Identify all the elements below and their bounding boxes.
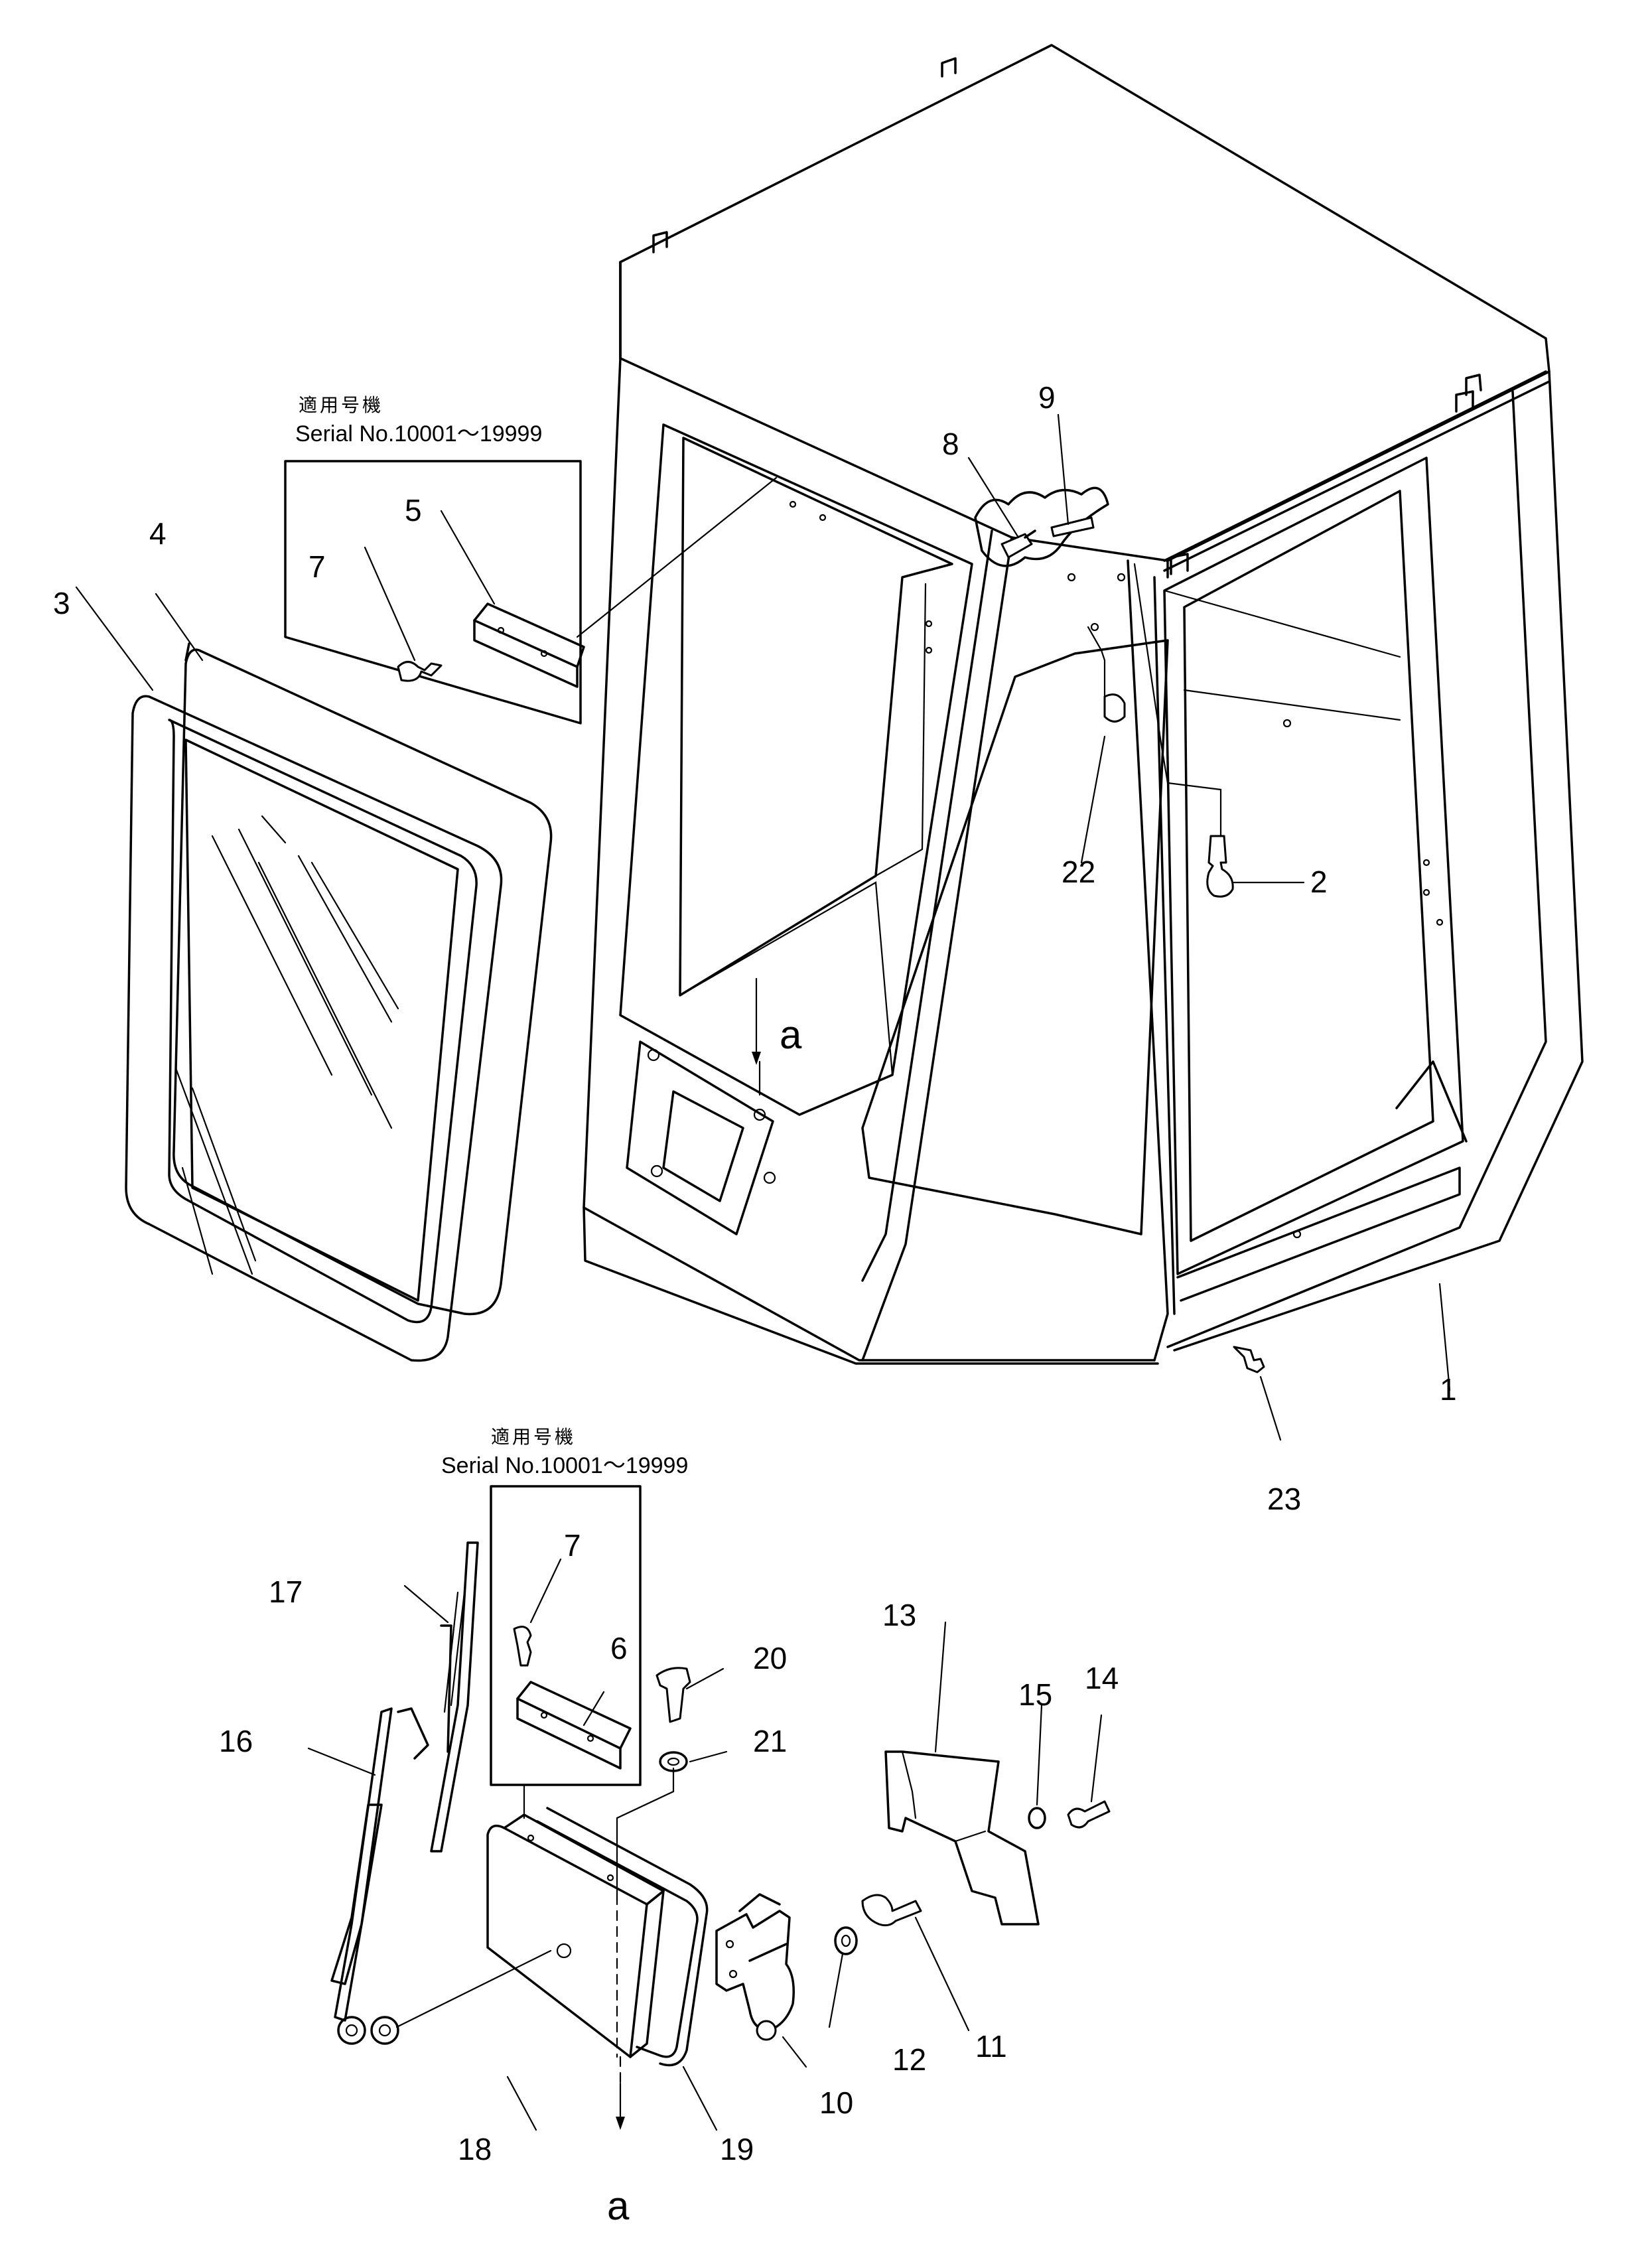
note-serial-bottom: Serial No.10001～19999 xyxy=(441,1453,688,1478)
wiper-motor-assembly xyxy=(486,1667,1111,2067)
view-mark-a-top: a xyxy=(780,1013,802,1057)
part-label-7b: 7 xyxy=(564,1528,581,1563)
part-number-labels: 1 2 3 4 5 6 7 7 8 9 10 11 12 13 14 15 16… xyxy=(53,380,1457,2166)
part-label-5: 5 xyxy=(405,493,422,527)
leader-lines xyxy=(75,413,1451,2131)
part-label-11: 11 xyxy=(975,2029,1007,2064)
part-label-16: 16 xyxy=(219,1724,253,1758)
part-label-18: 18 xyxy=(458,2132,492,2166)
part-label-2: 2 xyxy=(1310,865,1328,899)
part-label-21: 21 xyxy=(753,1724,787,1758)
note-serial-top: Serial No.10001～19999 xyxy=(295,421,542,447)
part-label-4: 4 xyxy=(149,516,167,551)
part-label-14: 14 xyxy=(1085,1661,1119,1695)
note-box-serial-bottom: 適用号機 Serial No.10001～19999 xyxy=(441,1426,688,1786)
part-label-8: 8 xyxy=(942,427,959,461)
part-label-15: 15 xyxy=(1018,1677,1052,1712)
note-jp-top: 適用号機 xyxy=(299,394,383,416)
part-label-6: 6 xyxy=(610,1631,628,1665)
wiper-arm-and-blade xyxy=(330,1541,479,2045)
part-label-22: 22 xyxy=(1062,855,1095,889)
part-label-23: 23 xyxy=(1267,1482,1301,1516)
part-label-1: 1 xyxy=(1440,1372,1457,1407)
part-label-10: 10 xyxy=(819,2085,853,2120)
part-label-17: 17 xyxy=(269,1575,303,1609)
note-box-serial-top: 適用号機 Serial No.10001～19999 xyxy=(284,394,585,725)
part-label-12: 12 xyxy=(892,2042,926,2077)
part-label-20: 20 xyxy=(753,1641,787,1675)
part-label-19: 19 xyxy=(720,2132,754,2166)
part-label-7a: 7 xyxy=(309,549,326,584)
part-label-13: 13 xyxy=(882,1598,916,1632)
view-mark-a-bottom: a xyxy=(607,2184,630,2228)
part-label-3: 3 xyxy=(53,586,70,620)
part-label-9: 9 xyxy=(1038,380,1056,415)
cab-hardware xyxy=(1000,516,1265,1373)
window-glass-and-seal xyxy=(125,642,553,1362)
cab-body xyxy=(583,44,1584,1365)
note-jp-bottom: 適用号機 xyxy=(491,1426,576,1448)
